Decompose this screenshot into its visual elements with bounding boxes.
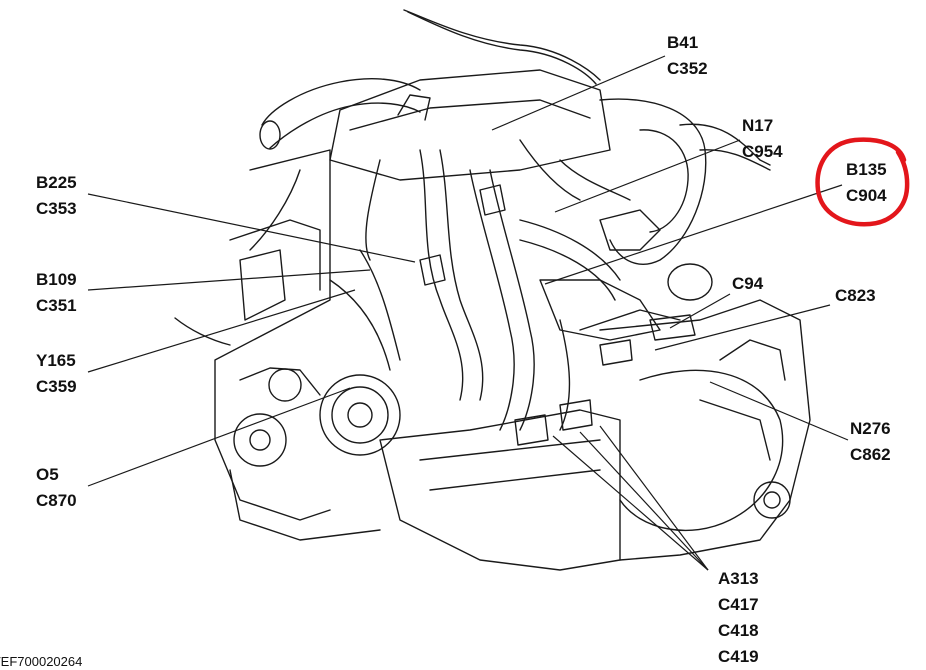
- callout-b225: B225 C353: [36, 170, 77, 222]
- callout-label: N17: [742, 116, 774, 135]
- callout-o5: O5 C870: [36, 462, 77, 514]
- engine-outline: [174, 9, 811, 571]
- callout-b41: B41 C352: [667, 30, 708, 82]
- callout-label: C94: [732, 274, 764, 293]
- leader-line-a313-2: [579, 431, 709, 571]
- callout-label: Y165: [36, 351, 76, 370]
- leader-line-y165: [87, 289, 356, 373]
- callout-label: A313: [718, 569, 759, 588]
- callout-a313: A313 C417 C418 C419: [718, 566, 759, 670]
- callout-label: B225: [36, 173, 77, 192]
- callout-label: O5: [36, 465, 59, 484]
- leader-line-a313-3: [599, 425, 709, 571]
- leader-lines: [87, 55, 849, 571]
- callout-label: N276: [850, 419, 891, 438]
- leader-line-n17: [554, 139, 741, 213]
- callout-connector: C904: [846, 186, 887, 205]
- callout-connector: C419: [718, 647, 759, 666]
- callout-b109: B109 C351: [36, 267, 77, 319]
- callout-c823: C823: [835, 283, 876, 309]
- callout-connector: C352: [667, 59, 708, 78]
- leader-line-b109: [87, 269, 371, 291]
- callout-connector: C862: [850, 445, 891, 464]
- callout-label: B135: [846, 160, 887, 179]
- callout-n276: N276 C862: [850, 416, 891, 468]
- callout-label: B41: [667, 33, 699, 52]
- callout-connector: C870: [36, 491, 77, 510]
- callout-connector: C418: [718, 621, 759, 640]
- callout-connector: C359: [36, 377, 77, 396]
- leader-line-c823: [654, 304, 831, 351]
- leader-line-b135: [544, 184, 843, 285]
- callout-connector: C351: [36, 296, 77, 315]
- leader-line-b225: [87, 193, 416, 263]
- callout-c94: C94: [732, 271, 763, 297]
- leader-line-o5: [87, 387, 351, 487]
- figure-reference: VEF700020264: [0, 654, 83, 669]
- callout-n17: N17 C954: [742, 113, 783, 165]
- callout-label: C823: [835, 286, 876, 305]
- leader-line-a313-1: [552, 435, 709, 571]
- highlight-circle: [815, 137, 910, 227]
- leader-line-n276: [709, 381, 849, 441]
- callout-connector: C954: [742, 142, 783, 161]
- leader-line-c94: [669, 293, 731, 329]
- callout-connector: C417: [718, 595, 759, 614]
- callout-label: B109: [36, 270, 77, 289]
- callout-b135: B135 C904: [846, 157, 887, 209]
- callout-y165: Y165 C359: [36, 348, 77, 400]
- leader-line-b41: [491, 55, 666, 131]
- callout-connector: C353: [36, 199, 77, 218]
